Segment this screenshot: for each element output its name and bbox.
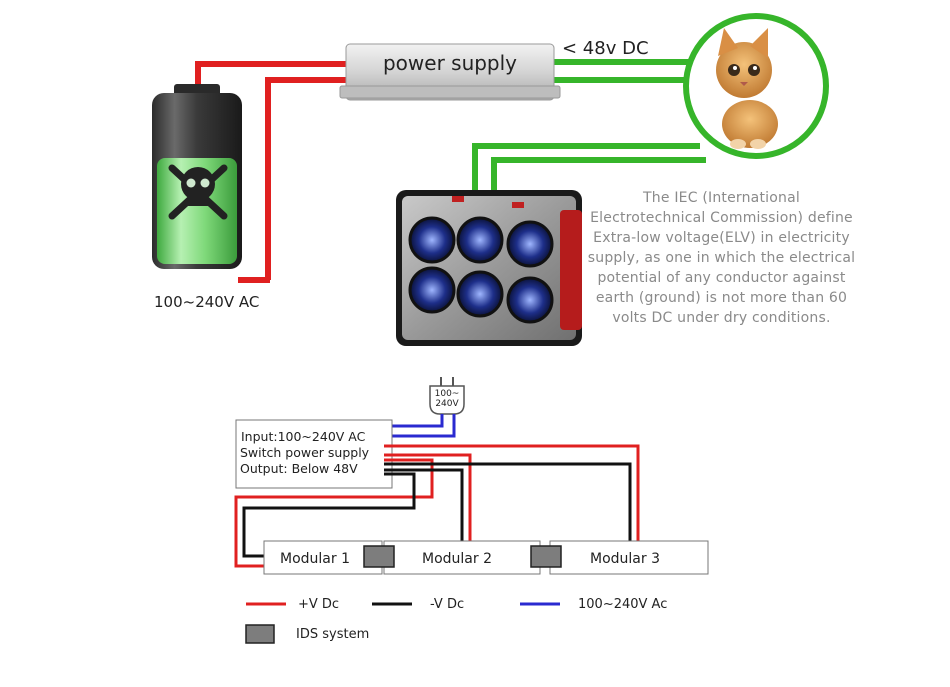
legend-ids-swatch [245, 624, 275, 644]
legend-negative-label: -V Dc [430, 597, 464, 612]
ids-system-box [363, 545, 395, 568]
iec-elv-note: The IEC (International Electrotechnical … [587, 190, 856, 326]
plug-label-line2: 240V [435, 399, 459, 409]
green-dc-wires [472, 59, 706, 198]
supply-input-label: Input:100~240V AC [241, 429, 366, 444]
legend: +V Dc -V Dc 100~240V Ac IDS system [245, 597, 667, 644]
red-ac-wires [195, 61, 352, 283]
led-light-fixture [396, 190, 582, 346]
dc-voltage-label: < 48v DC [562, 38, 649, 59]
module-2-label: Modular 2 [422, 551, 492, 567]
blue-ac-wires [384, 414, 456, 438]
black-negative-wires [242, 462, 632, 558]
kitten-image [683, 13, 829, 159]
module-1-box [263, 540, 383, 575]
legend-ids-label: IDS system [296, 627, 369, 642]
red-positive-wires [234, 444, 640, 568]
ids-system-box [530, 545, 562, 568]
module-3-box [549, 540, 709, 575]
plug-label-line1: 100~ [435, 389, 460, 399]
legend-ac-label: 100~240V Ac [578, 597, 667, 612]
module-2-box [383, 540, 541, 575]
ac-voltage-label: 100~240V AC [154, 293, 259, 311]
supply-output-label: Output: Below 48V [240, 461, 358, 476]
battery-icon [152, 84, 242, 269]
module-1-label: Modular 1 [280, 551, 350, 567]
power-supply-label: power supply [383, 51, 517, 75]
module-3-label: Modular 3 [590, 551, 660, 567]
power-supply-unit [339, 43, 561, 101]
skull-crossbones-icon [168, 164, 228, 220]
legend-positive-label: +V Dc [298, 597, 339, 612]
switch-power-supply-box [235, 419, 393, 489]
supply-switch-label: Switch power supply [240, 445, 370, 460]
